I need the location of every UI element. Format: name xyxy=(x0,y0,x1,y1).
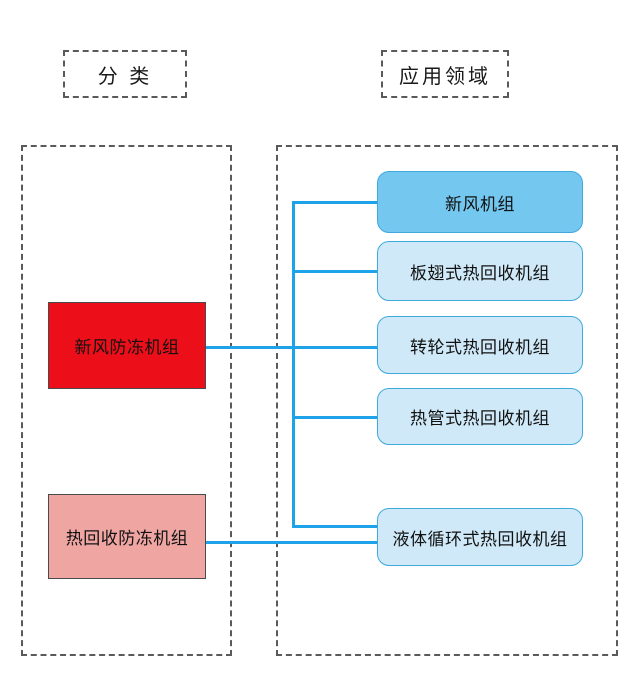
header-label-application: 应用领域 xyxy=(381,50,509,98)
connector-branch-heat-pipe xyxy=(292,416,379,419)
node-liquid-circulation-heat-recovery-unit[interactable]: 液体循环式热回收机组 xyxy=(377,508,583,566)
column-container-application xyxy=(276,145,618,656)
node-heat-pipe-heat-recovery-unit[interactable]: 热管式热回收机组 xyxy=(377,388,583,445)
connector-branch-liquid-circulation xyxy=(292,525,379,528)
connector-branch-heat-recovery-antifreeze xyxy=(204,541,379,544)
connector-trunk-vertical xyxy=(292,201,295,528)
connector-branch-rotary-wheel xyxy=(204,346,379,349)
node-rotary-wheel-heat-recovery-unit[interactable]: 转轮式热回收机组 xyxy=(377,316,583,374)
node-heat-recovery-antifreeze[interactable]: 热回收防冻机组 xyxy=(48,494,206,579)
node-fresh-air-antifreeze[interactable]: 新风防冻机组 xyxy=(48,302,206,389)
connector-branch-fresh-air-unit xyxy=(292,201,379,204)
node-plate-fin-heat-recovery-unit[interactable]: 板翅式热回收机组 xyxy=(377,241,583,301)
connector-branch-plate-fin xyxy=(292,270,379,273)
column-container-classification xyxy=(21,145,232,656)
header-label-classification: 分 类 xyxy=(63,50,187,98)
node-fresh-air-unit[interactable]: 新风机组 xyxy=(377,171,583,233)
